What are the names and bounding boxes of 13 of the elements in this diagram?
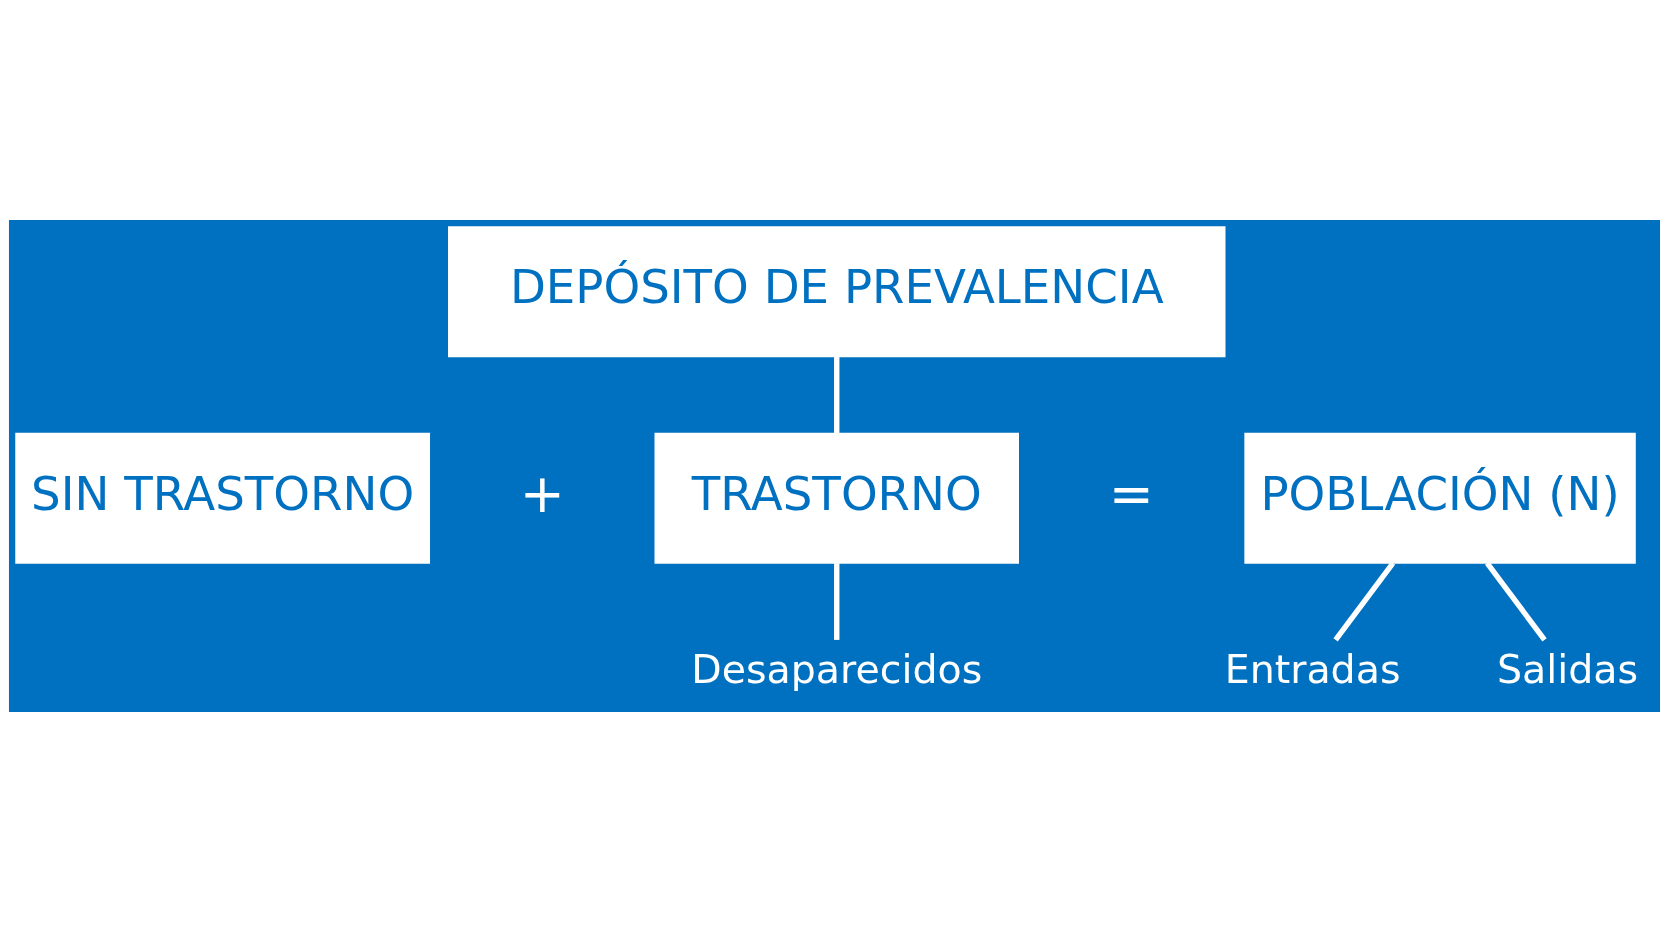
label: + xyxy=(519,461,565,525)
connector xyxy=(1485,561,1547,642)
label: = xyxy=(1108,461,1154,525)
node-text: Desaparecidos xyxy=(691,645,983,692)
node-box: POBLACIÓN (N) xyxy=(1244,432,1636,564)
node-box: TRASTORNO xyxy=(654,432,1019,564)
node-box: DEPÓSITO DE PREVALENCIA xyxy=(448,225,1226,357)
node-box: SIN TRASTORNO xyxy=(15,432,431,564)
connector xyxy=(834,356,840,433)
node-text: Entradas xyxy=(1224,645,1401,692)
node-text: Salidas xyxy=(1497,645,1639,692)
connector xyxy=(834,562,840,640)
connector xyxy=(1333,561,1396,642)
